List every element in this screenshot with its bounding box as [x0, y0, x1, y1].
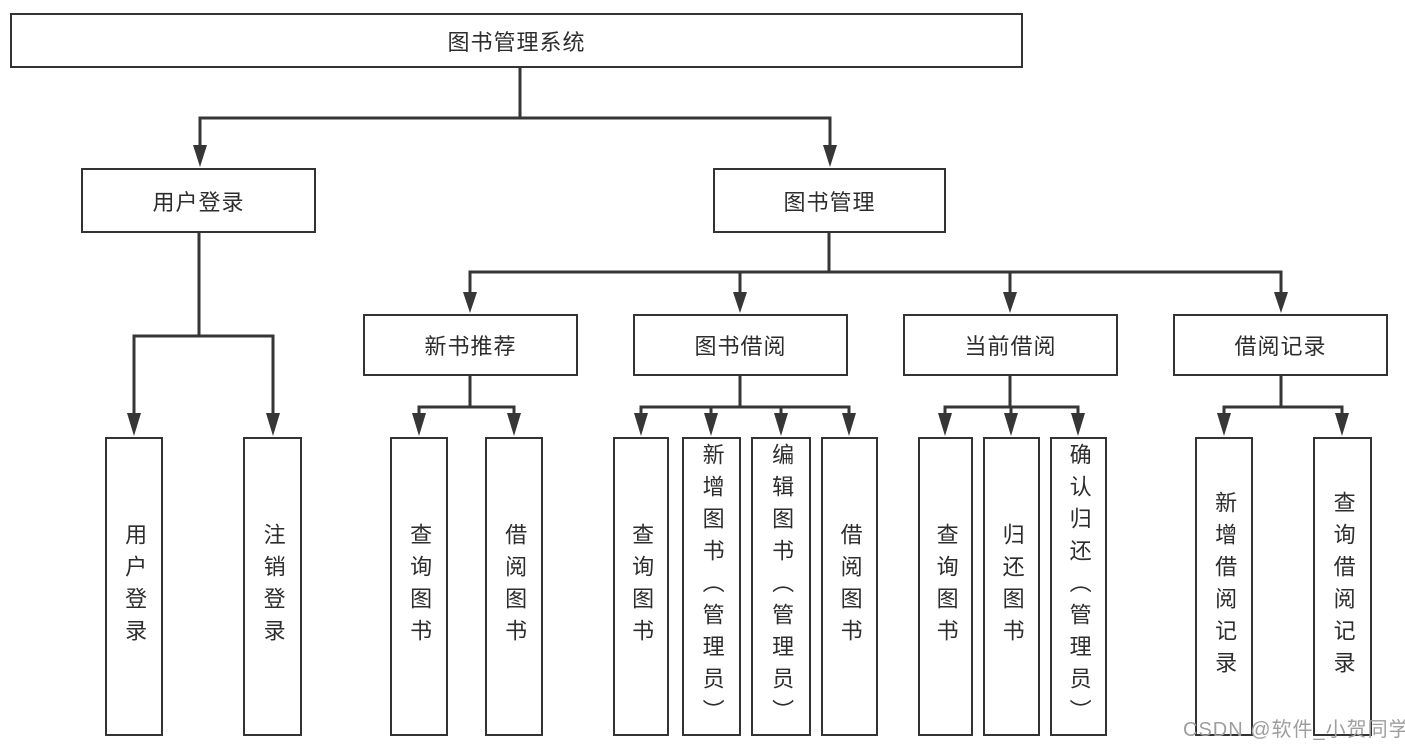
- connector-book-borrowing-children: [634, 374, 856, 436]
- leaf-label: 借阅图书: [502, 522, 528, 651]
- leaf-query-books-recommend: 查询图书: [390, 437, 448, 736]
- watermark: CSDN @软件_小贺同学: [1183, 719, 1405, 741]
- connector-borrowing-records-children: [1217, 374, 1349, 436]
- leaf-confirm-return-admin: 确认归还（管理员）: [1050, 437, 1107, 736]
- leaf-borrow-books: 借阅图书: [821, 437, 878, 736]
- leaf-add-borrow-record: 新增借阅记录: [1195, 437, 1253, 736]
- connector-root-to-level2: [193, 64, 837, 167]
- leaf-query-books-borrow: 查询图书: [613, 437, 669, 736]
- connector-book-management-children: [463, 231, 1288, 313]
- leaf-label: 编辑图书（管理员）: [769, 442, 795, 731]
- leaf-label: 新增图书（管理员）: [699, 442, 725, 731]
- leaf-label: 新增借阅记录: [1212, 490, 1238, 683]
- node-book-borrowing: 图书借阅: [633, 314, 848, 376]
- node-new-book-recommend: 新书推荐: [363, 314, 578, 376]
- node-borrowing-records: 借阅记录: [1173, 314, 1388, 376]
- node-book-management: 图书管理: [713, 168, 946, 233]
- leaf-user-login: 用户登录: [105, 437, 163, 736]
- leaf-label: 查询图书: [407, 522, 433, 651]
- leaf-query-borrow-record: 查询借阅记录: [1313, 437, 1372, 736]
- connector-current-borrowing-children: [938, 374, 1085, 436]
- connector-user-login-children: [127, 231, 280, 436]
- leaf-logout: 注销登录: [243, 437, 302, 736]
- leaf-borrow-books-recommend: 借阅图书: [485, 437, 543, 736]
- leaf-label: 确认归还（管理员）: [1066, 442, 1092, 731]
- leaf-label: 借阅图书: [837, 522, 863, 651]
- leaf-add-books-admin: 新增图书（管理员）: [682, 437, 741, 736]
- leaf-label: 查询借阅记录: [1330, 490, 1356, 683]
- node-user-login: 用户登录: [81, 168, 316, 233]
- leaf-label: 查询图书: [933, 522, 959, 651]
- leaf-edit-books-admin: 编辑图书（管理员）: [751, 437, 811, 736]
- leaf-label: 查询图书: [629, 522, 655, 651]
- leaf-query-books-current: 查询图书: [918, 437, 973, 736]
- node-current-borrowing: 当前借阅: [903, 314, 1118, 376]
- leaf-label: 归还图书: [999, 522, 1025, 651]
- leaf-label: 注销登录: [260, 522, 286, 651]
- leaf-label: 用户登录: [122, 522, 148, 651]
- connector-new-book-recommend-children: [412, 374, 521, 436]
- leaf-return-books: 归还图书: [983, 437, 1040, 736]
- node-root: 图书管理系统: [10, 13, 1023, 68]
